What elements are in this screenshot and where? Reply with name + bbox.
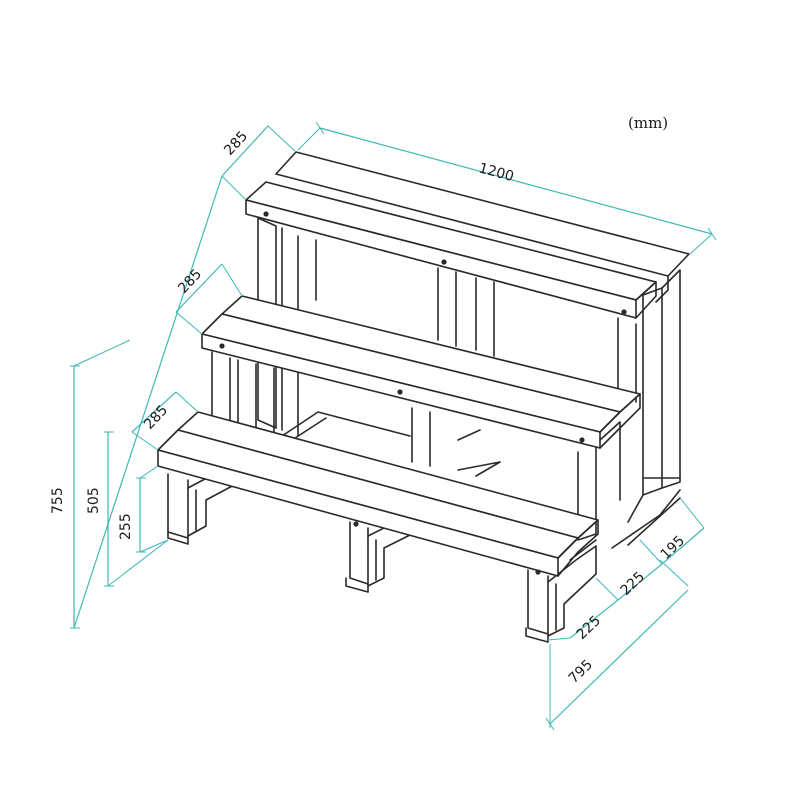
height-top-label: 755 [50,487,66,514]
depth-total-label: 795 [566,657,596,687]
top-step-depth-label: 285 [221,128,251,158]
middle-step-depth-label: 285 [175,266,205,296]
bottom-step-depth-label: 285 [141,402,171,432]
rise-front-label: 225 [574,613,604,643]
middle-step [201,295,641,449]
top-step [245,151,690,319]
bottom-step [157,411,599,577]
unit-label: (mm) [628,114,668,132]
rise-back-label: 195 [658,533,688,563]
rise-middle-label: 225 [618,569,648,599]
height-middle-label: 505 [86,487,102,514]
width-total-label: 1200 [477,160,516,185]
dimension-lines [70,121,717,731]
height-bottom-label: 255 [118,513,134,540]
stair-stand-structure [157,151,690,643]
